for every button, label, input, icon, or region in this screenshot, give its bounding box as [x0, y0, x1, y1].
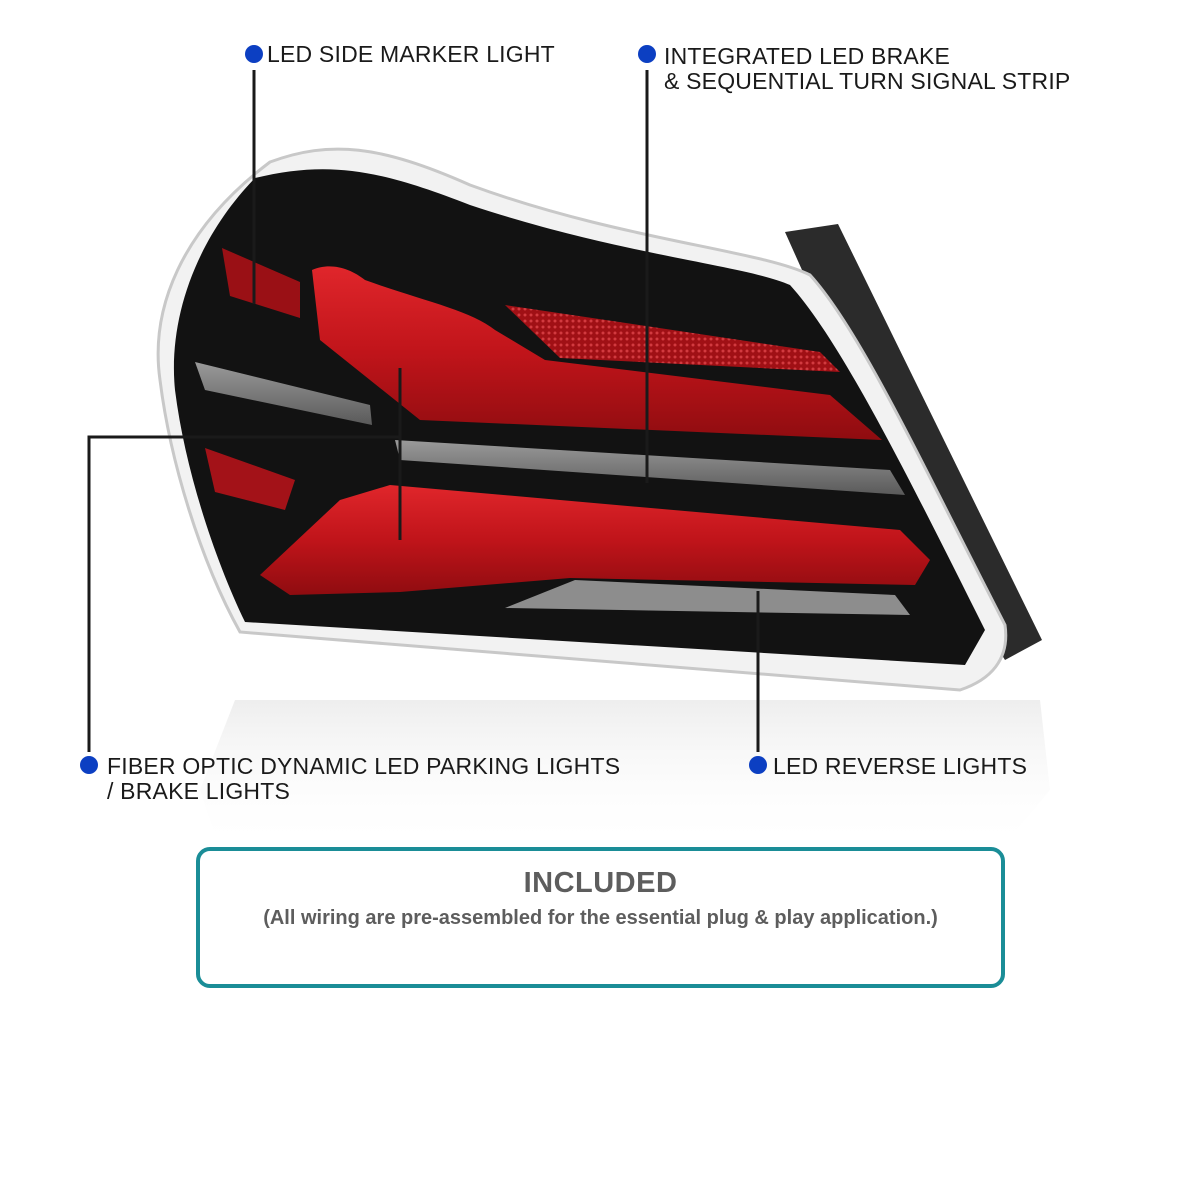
lower-reflector — [205, 448, 295, 510]
brake-strip-label: INTEGRATED LED BRAKE & SEQUENTIAL TURN S… — [664, 44, 1070, 94]
lower-red-bar — [260, 485, 930, 595]
brake-strip-label-line2: & SEQUENTIAL TURN SIGNAL STRIP — [664, 68, 1071, 94]
included-title: INCLUDED — [523, 867, 678, 899]
upper-reflector — [505, 305, 840, 372]
side-marker-dot — [245, 45, 263, 63]
leader-lines — [87, 70, 760, 752]
reflection — [200, 700, 1050, 850]
included-subtitle: (All wiring are pre-assembled for the es… — [263, 907, 938, 929]
brake-strip-label-line1: INTEGRATED LED BRAKE — [664, 43, 951, 69]
parking-strip-left — [195, 362, 372, 425]
side-marker-lens — [222, 248, 300, 318]
brake-signal-strip — [395, 440, 905, 495]
parking-label-line1: FIBER OPTIC DYNAMIC LED PARKING LIGHTS — [107, 753, 621, 779]
included-box: INCLUDED (All wiring are pre-assembled f… — [196, 847, 1005, 988]
brake-strip-dot — [638, 45, 656, 63]
reverse-dot — [749, 756, 767, 774]
reverse-label: LED REVERSE LIGHTS — [773, 753, 1028, 779]
parking-dot — [80, 756, 98, 774]
parking-label-line2: / BRAKE LIGHTS — [107, 778, 291, 804]
leader-parking — [87, 435, 400, 752]
side-marker-label: LED SIDE MARKER LIGHT — [267, 41, 555, 67]
upper-red-bar — [312, 266, 882, 440]
parking-label: FIBER OPTIC DYNAMIC LED PARKING LIGHTS /… — [107, 754, 620, 804]
reverse-light-lens — [505, 580, 910, 615]
